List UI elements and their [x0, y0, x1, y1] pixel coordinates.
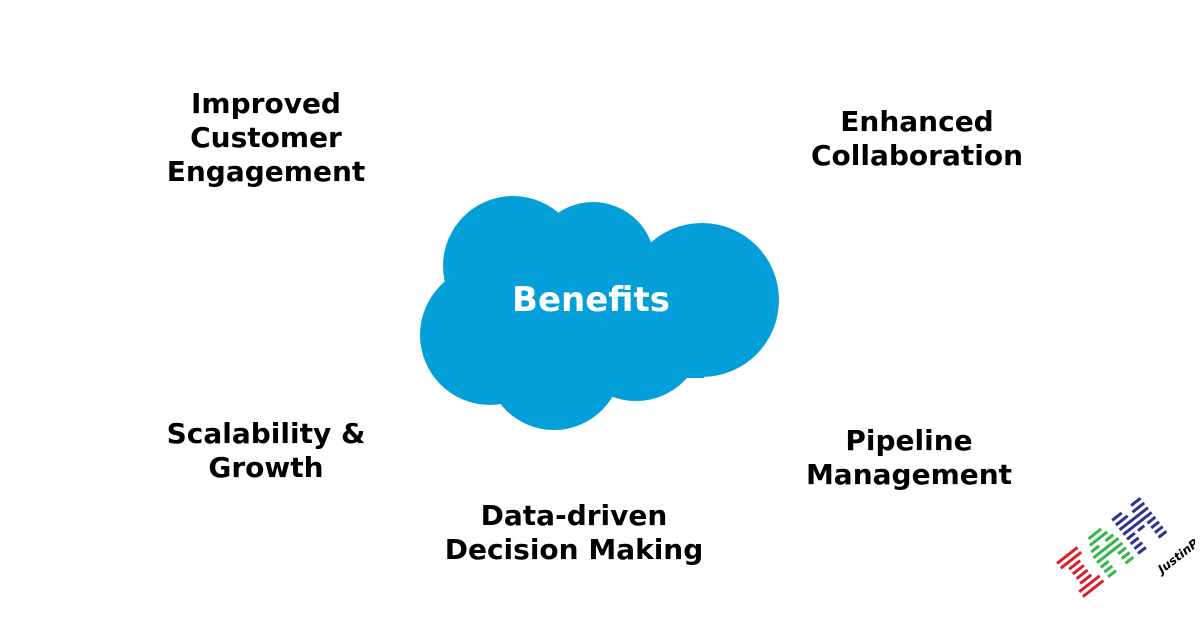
brand-logo: JustinPeña: [1050, 490, 1195, 600]
benefit-pipeline-management: Pipeline Management: [806, 424, 1012, 492]
benefit-label-line: Customer: [190, 121, 342, 154]
benefit-label-line: Decision Making: [444, 533, 704, 566]
center-cloud: Benefits: [418, 194, 782, 434]
benefit-data-driven-decisions: Data-driven Decision Making: [445, 499, 704, 567]
benefit-customer-engagement: Improved Customer Engagement: [167, 87, 366, 189]
benefit-label-line: Management: [805, 458, 1013, 491]
benefit-label-line: Engagement: [166, 155, 366, 188]
benefit-label-line: Growth: [208, 451, 324, 484]
logo-letter-green: [1087, 527, 1135, 579]
logo-mark: JustinPeña: [1056, 497, 1195, 598]
benefit-label-line: Pipeline: [845, 424, 973, 457]
benefit-label-line: Scalability &: [166, 417, 366, 450]
benefit-label-line: Data-driven: [480, 499, 668, 532]
benefit-label-line: Collaboration: [810, 139, 1024, 172]
benefit-label-line: Enhanced: [840, 105, 994, 138]
benefit-scalability-growth: Scalability & Growth: [167, 417, 366, 485]
center-label: Benefits: [512, 280, 670, 320]
benefit-collaboration: Enhanced Collaboration: [811, 105, 1023, 173]
cloud-icon: [420, 196, 779, 430]
logo-letter-red: [1056, 546, 1105, 598]
benefit-label-line: Improved: [191, 87, 341, 120]
logo-letter-blue: [1111, 497, 1168, 555]
